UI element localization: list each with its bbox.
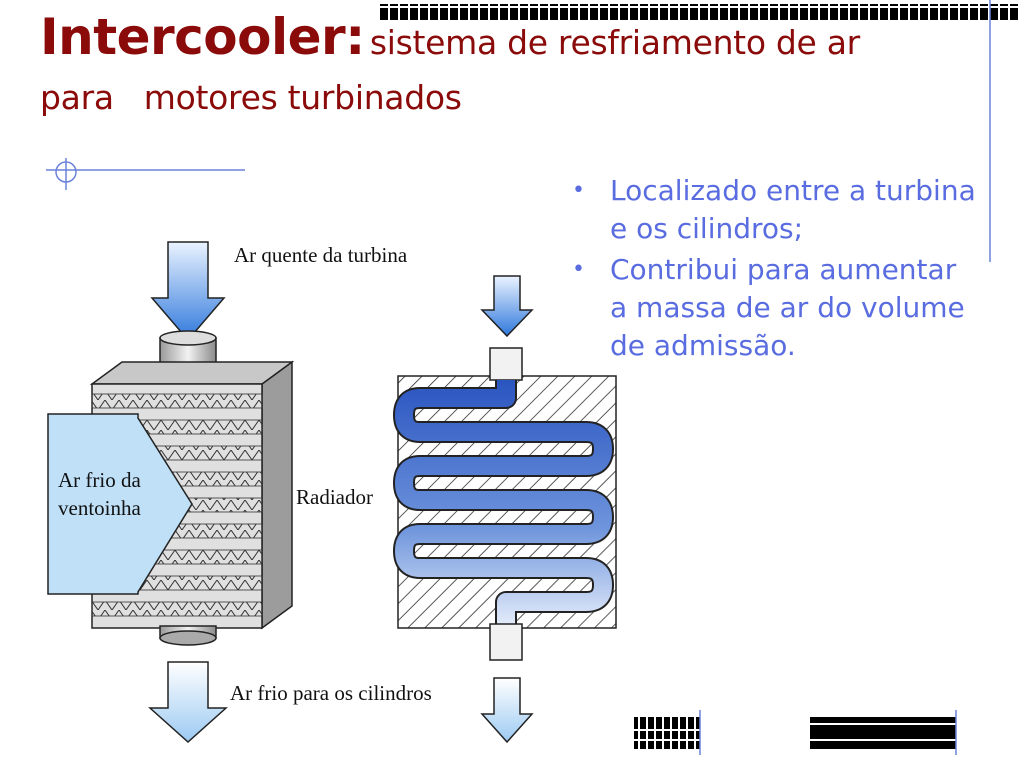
bottom-left-block bbox=[634, 717, 700, 749]
bullet-text: de admissão. bbox=[610, 329, 796, 362]
coil-inlet-arrow bbox=[480, 275, 534, 338]
title-line2-b: motores turbinados bbox=[143, 78, 462, 117]
coil-inlet-pipe bbox=[489, 347, 523, 381]
bullet-text: Contribui para aumentar bbox=[610, 253, 957, 286]
top-pipe-cap bbox=[159, 330, 217, 346]
slide-title-line2: para motores turbinados bbox=[40, 78, 462, 117]
bullet-text: a massa de ar do volume bbox=[610, 291, 965, 324]
top-decorative-bar bbox=[378, 4, 1020, 20]
bullet-text: Localizado entre a turbina bbox=[610, 174, 976, 207]
bullet-item-contribution: • Contribui para aumentar a massa de ar … bbox=[570, 251, 1010, 365]
label-cold-air: Ar frio para os cilindros bbox=[230, 681, 432, 705]
slide-title: Intercooler: sistema de resfriamento de … bbox=[40, 8, 860, 66]
fan-air-arrow bbox=[47, 413, 193, 595]
title-rest: sistema de resfriamento de ar bbox=[369, 23, 860, 62]
bottom-right-block bbox=[810, 717, 956, 749]
cold-air-arrow-left bbox=[148, 661, 228, 744]
label-fan-line2: ventoinha bbox=[58, 496, 141, 520]
coil-outlet-pipe bbox=[489, 623, 523, 661]
hot-air-arrow bbox=[150, 241, 226, 342]
label-hot-air: Ar quente da turbina bbox=[234, 243, 408, 267]
label-fan-line1: Ar frio da bbox=[58, 468, 141, 492]
title-strong: Intercooler: bbox=[40, 8, 365, 66]
label-radiator: Radiador bbox=[296, 485, 373, 509]
bullet-dot-icon: • bbox=[572, 257, 585, 282]
title-line2-a: para bbox=[40, 78, 114, 117]
cold-air-arrow-right bbox=[480, 677, 534, 744]
bullet-list: • Localizado entre a turbina e os cilind… bbox=[570, 172, 1010, 368]
bullet-text: e os cilindros; bbox=[610, 212, 804, 245]
coil-fill bbox=[395, 380, 612, 626]
radiator-side-face bbox=[261, 360, 293, 630]
bullet-dot-icon: • bbox=[572, 178, 585, 203]
radiator-top-face bbox=[89, 361, 295, 385]
bottom-pipe-cap bbox=[159, 630, 217, 646]
bullet-item-location: • Localizado entre a turbina e os cilind… bbox=[570, 172, 1010, 248]
